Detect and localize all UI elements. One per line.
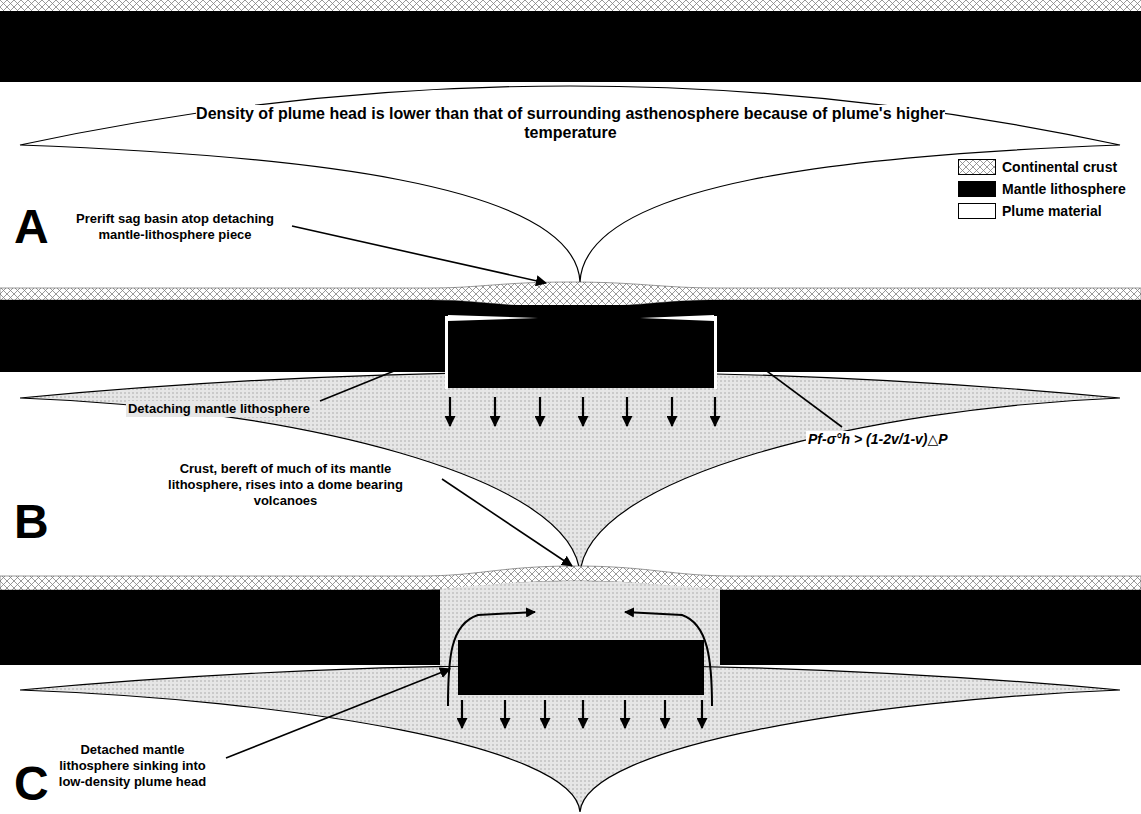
hatch-fill (959, 160, 995, 174)
mantle-band (0, 11, 1141, 82)
legend-row: Mantle lithosphere (958, 180, 1136, 198)
detachment-sliver (448, 315, 538, 321)
detached-block (458, 640, 704, 695)
legend-text: Plume material (1002, 202, 1102, 220)
annotation-label: Detached mantle lithosphere sinking into… (45, 742, 220, 790)
annotation-label: Prerift sag basin atop detaching mantle-… (70, 211, 280, 243)
sinking-arrows (462, 700, 702, 728)
annotation-label: Pf-σ°h > (1-2v/1-v)△P (806, 431, 950, 447)
panel-letter: C (14, 760, 49, 808)
detachment-sliver (640, 315, 714, 321)
plume-head-shape (20, 86, 1120, 282)
plume-head (20, 372, 1120, 575)
detaching-block (447, 305, 715, 388)
annotation-label: Crust, bereft of much of its mantle lith… (143, 461, 428, 509)
legend-swatch (958, 181, 996, 197)
detachment-gap (445, 316, 448, 389)
text-wrap: Density of plume head is lower than that… (148, 104, 993, 142)
panel-letter: A (14, 203, 49, 251)
legend-row: Continental crust (958, 158, 1136, 176)
detachment-gap (714, 316, 717, 389)
node-text: Density of plume head is lower than that… (196, 105, 945, 141)
flow-arrow (625, 612, 712, 706)
annotation-label: Detaching mantle lithosphere (126, 401, 312, 417)
sinking-arrows (450, 397, 715, 426)
legend-swatch (958, 159, 996, 175)
legend-row: Plume material (958, 202, 1136, 220)
panel-letter: B (14, 498, 49, 546)
plume-head-node: Density of plume head is lower than that… (20, 86, 1120, 282)
legend-text: Mantle lithosphere (1002, 180, 1126, 198)
flow-arrow (448, 612, 535, 706)
legend-text: Continental crust (1002, 158, 1117, 176)
legend-swatch (958, 203, 996, 219)
crust-band (0, 0, 1141, 11)
hatch-sample (959, 160, 995, 174)
